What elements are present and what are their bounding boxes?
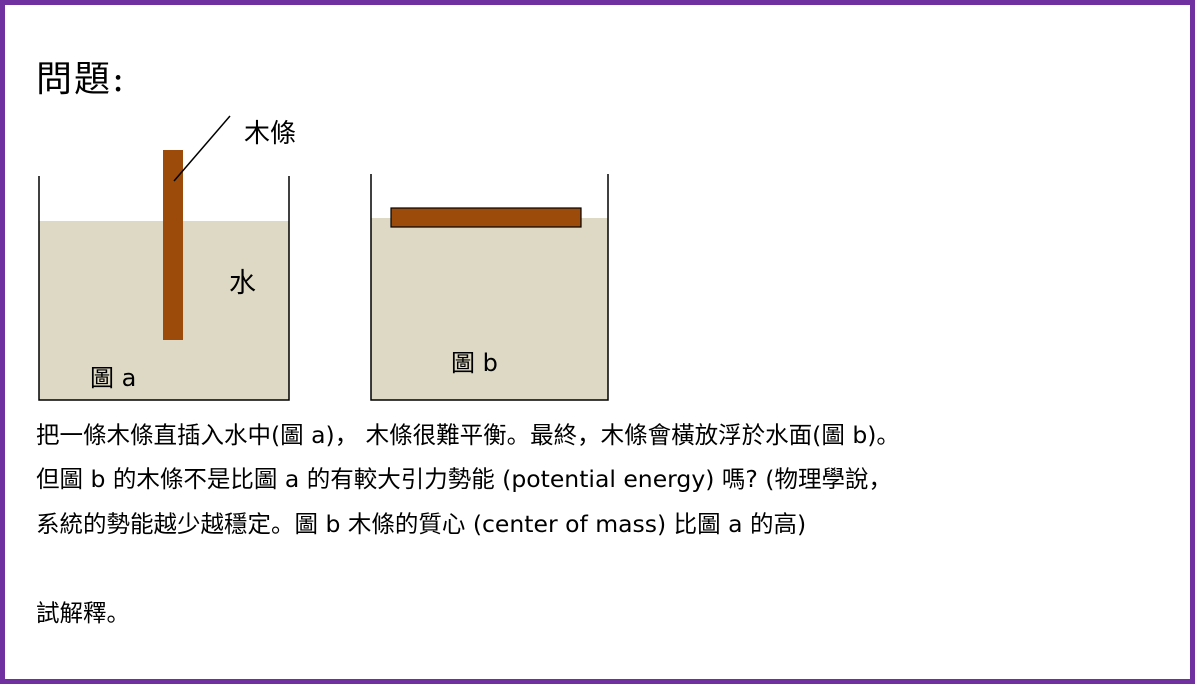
figure-b-label: 圖 b	[451, 349, 498, 377]
container-b	[370, 174, 609, 401]
paragraph-line-1: 把一條木條直插入水中(圖 a)， 木條很難平衡。最終，木條會橫放浮於水面(圖 b…	[36, 421, 900, 449]
horizontal-stick	[390, 207, 582, 228]
stick-label-leader	[173, 115, 231, 182]
question-heading: 問題:	[36, 59, 127, 100]
paragraph-line-2: 但圖 b 的木條不是比圖 a 的有較大引力勢能 (potential energ…	[36, 465, 892, 493]
container-a	[38, 176, 290, 401]
figure-a-label: 圖 a	[90, 364, 136, 392]
question-prompt: 試解釋。	[36, 599, 130, 627]
stick-label: 木條	[244, 119, 296, 149]
vertical-stick	[163, 150, 183, 340]
paragraph-line-3: 系統的勢能越少越穩定。圖 b 木條的質心 (center of mass) 比圖…	[36, 510, 807, 538]
water-label: 水	[229, 268, 256, 299]
water-b	[371, 218, 608, 400]
